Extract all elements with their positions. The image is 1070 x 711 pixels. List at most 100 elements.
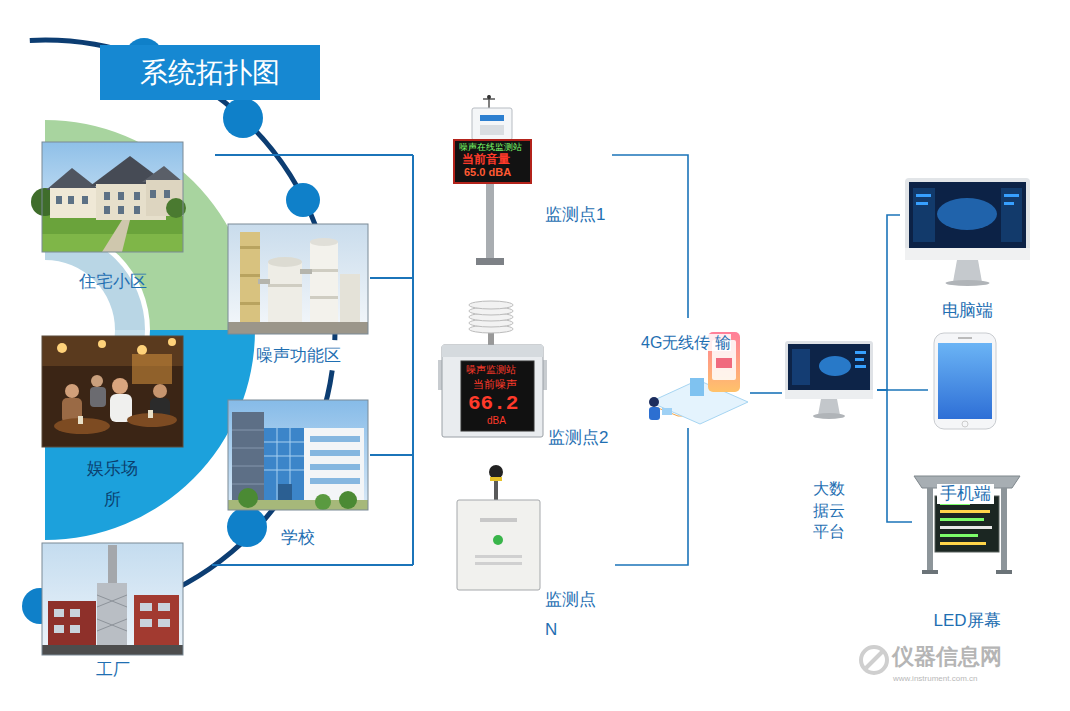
pc-monitor: [905, 178, 1030, 286]
label-holder: www.instrument.com.cn: [893, 675, 977, 683]
phone-illustration: [934, 333, 996, 429]
illustration-part: [370, 454, 413, 456]
pole-station: [453, 95, 532, 265]
terminal-device: 手机端: [928, 330, 1003, 507]
illustration-part: [118, 192, 124, 200]
illustration-part: [1001, 188, 1022, 242]
illustration-part: [137, 345, 147, 355]
led-text: 噪声监测站: [466, 365, 516, 375]
illustration-part: [310, 478, 360, 484]
title-text: 系统拓扑图: [100, 45, 320, 100]
illustration-part: [480, 518, 517, 522]
led-board: [914, 476, 1020, 574]
label-holder: 66.2: [468, 393, 518, 414]
illustration-part: [370, 277, 413, 279]
illustration-part: [70, 609, 80, 617]
led-text: 噪声在线监测站: [459, 143, 522, 152]
illustration-part: [913, 188, 935, 242]
illustration-part: [215, 154, 413, 156]
illustration-part: [905, 248, 1030, 260]
illustration-part: [996, 570, 1012, 574]
label-holder: 监测点2: [548, 428, 608, 448]
label-holder: 工厂: [42, 660, 183, 680]
label-holder: 大数 据云 平台: [782, 478, 877, 543]
illustration-part: [228, 224, 368, 334]
illustration-part: [958, 337, 972, 339]
node-label: 噪声功能区: [256, 346, 341, 366]
illustration-part: [457, 500, 540, 590]
illustration-part: [227, 507, 267, 547]
node-label: 娱乐场 所: [84, 454, 140, 515]
illustration-part: [785, 341, 873, 399]
illustration-part: [232, 412, 264, 500]
illustration-part: [946, 280, 990, 286]
label-holder: 学校: [228, 528, 368, 548]
illustration-part: [50, 188, 96, 218]
illustration-part: [140, 603, 152, 611]
monitor-station: 监测点2: [438, 300, 613, 450]
illustration-part: [662, 408, 672, 415]
illustration-part: [716, 358, 732, 368]
illustration-part: [938, 343, 992, 419]
illustration-part: [132, 354, 172, 384]
illustration-part: [819, 356, 851, 376]
illustration-part: [150, 190, 156, 198]
illustration-part: [339, 491, 357, 509]
illustration-part: [228, 322, 368, 334]
label-holder: 仪器信息网: [892, 646, 1002, 668]
illustration-part: [104, 206, 110, 214]
label-holder: 噪声功能区: [228, 346, 368, 366]
node-label: 监测点1: [545, 205, 605, 225]
illustration-part: [940, 518, 984, 521]
node-label: 工厂: [96, 660, 130, 680]
label-holder: 当前噪声: [473, 379, 517, 390]
restaurant-photo: [42, 336, 183, 447]
illustration-part: [212, 564, 413, 566]
illustration-part: [861, 647, 887, 673]
illustration-part: [935, 496, 999, 552]
illustration-part: [937, 198, 997, 230]
illustration-part: [223, 98, 263, 138]
residential-photo: [31, 142, 186, 252]
monitor-station: 监测点1: [450, 95, 612, 275]
illustration-part: [42, 142, 183, 252]
illustration-part: [490, 477, 502, 481]
illustration-part: [442, 345, 543, 437]
illustration-part: [70, 625, 80, 633]
illustration-part: [855, 358, 864, 361]
illustration-part: [57, 343, 67, 353]
illustration-part: [264, 428, 304, 500]
illustration-part: [228, 400, 368, 510]
illustration-part: [102, 220, 130, 252]
label-holder: 当前音量: [462, 153, 510, 165]
illustration-part: [813, 413, 845, 419]
illustration-part: [480, 115, 504, 121]
led-reading: 66.2: [468, 393, 518, 414]
illustration-part: [240, 274, 260, 277]
illustration-part: [442, 345, 543, 357]
node-label: 电脑端: [942, 301, 993, 321]
illustration-part: [268, 284, 302, 287]
label-holder: 手机端: [928, 484, 1003, 504]
illustration-part: [54, 609, 64, 617]
watermark: 仪器信息网: [892, 646, 1002, 668]
label-holder: dBA: [487, 416, 506, 426]
connector-line: [750, 392, 782, 394]
illustration-part: [649, 397, 659, 407]
illustration-part: [461, 361, 534, 431]
node-label: 住宅小区: [79, 272, 147, 292]
label-holder: 65.0 dBA: [464, 167, 511, 178]
cloud-platform: 大数 据云 平台: [782, 338, 877, 546]
illustration-part: [940, 542, 986, 545]
illustration-part: [310, 269, 338, 272]
illustration-part: [42, 336, 183, 447]
illustration-part: [98, 340, 106, 348]
illustration-part: [927, 488, 933, 572]
led-reading: 65.0 dBA: [464, 167, 511, 178]
illustration-part: [91, 375, 103, 387]
illustration-part: [1004, 194, 1019, 197]
label-holder: 噪声监测站: [466, 365, 516, 375]
illustration-part: [42, 336, 183, 447]
led-text: 当前噪声: [473, 379, 517, 390]
